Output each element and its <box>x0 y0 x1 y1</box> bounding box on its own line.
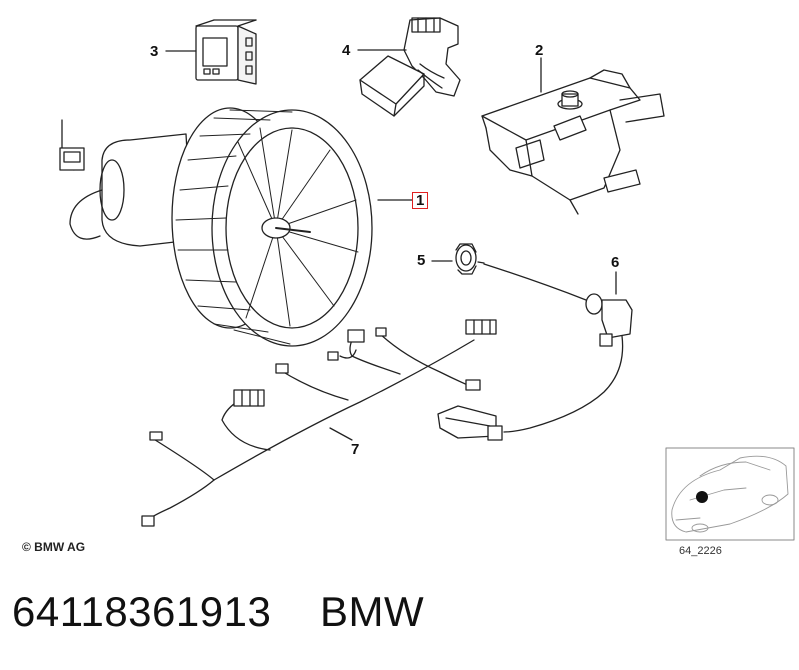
blower-fan-part1 <box>59 107 373 347</box>
callout-6: 6 <box>611 254 620 271</box>
leader-line-7 <box>329 427 353 441</box>
callout-4: 4 <box>342 42 351 59</box>
connector-part4 <box>359 17 461 117</box>
brand-name: BMW <box>320 588 425 635</box>
callout-5: 5 <box>417 252 426 269</box>
wiring-harness-part7 <box>141 319 497 527</box>
location-marker-dot <box>696 491 708 503</box>
callout-3: 3 <box>150 43 159 60</box>
car-location-thumbnail <box>665 447 795 541</box>
callout-2: 2 <box>535 42 544 59</box>
callout-7: 7 <box>351 441 360 458</box>
copyright-notice: © BMW AG <box>22 540 86 554</box>
part-caption: 64118361913 BMW <box>12 588 424 636</box>
grommet-part5 <box>455 243 485 275</box>
callout-1-highlighted[interactable]: 1 <box>412 192 429 209</box>
resistor-block-part3 <box>195 19 257 85</box>
part-number: 64118361913 <box>12 588 272 635</box>
sensor-part6 <box>437 263 633 441</box>
thumbnail-code: 64_2226 <box>679 545 722 557</box>
blower-housing-part2 <box>481 69 665 215</box>
